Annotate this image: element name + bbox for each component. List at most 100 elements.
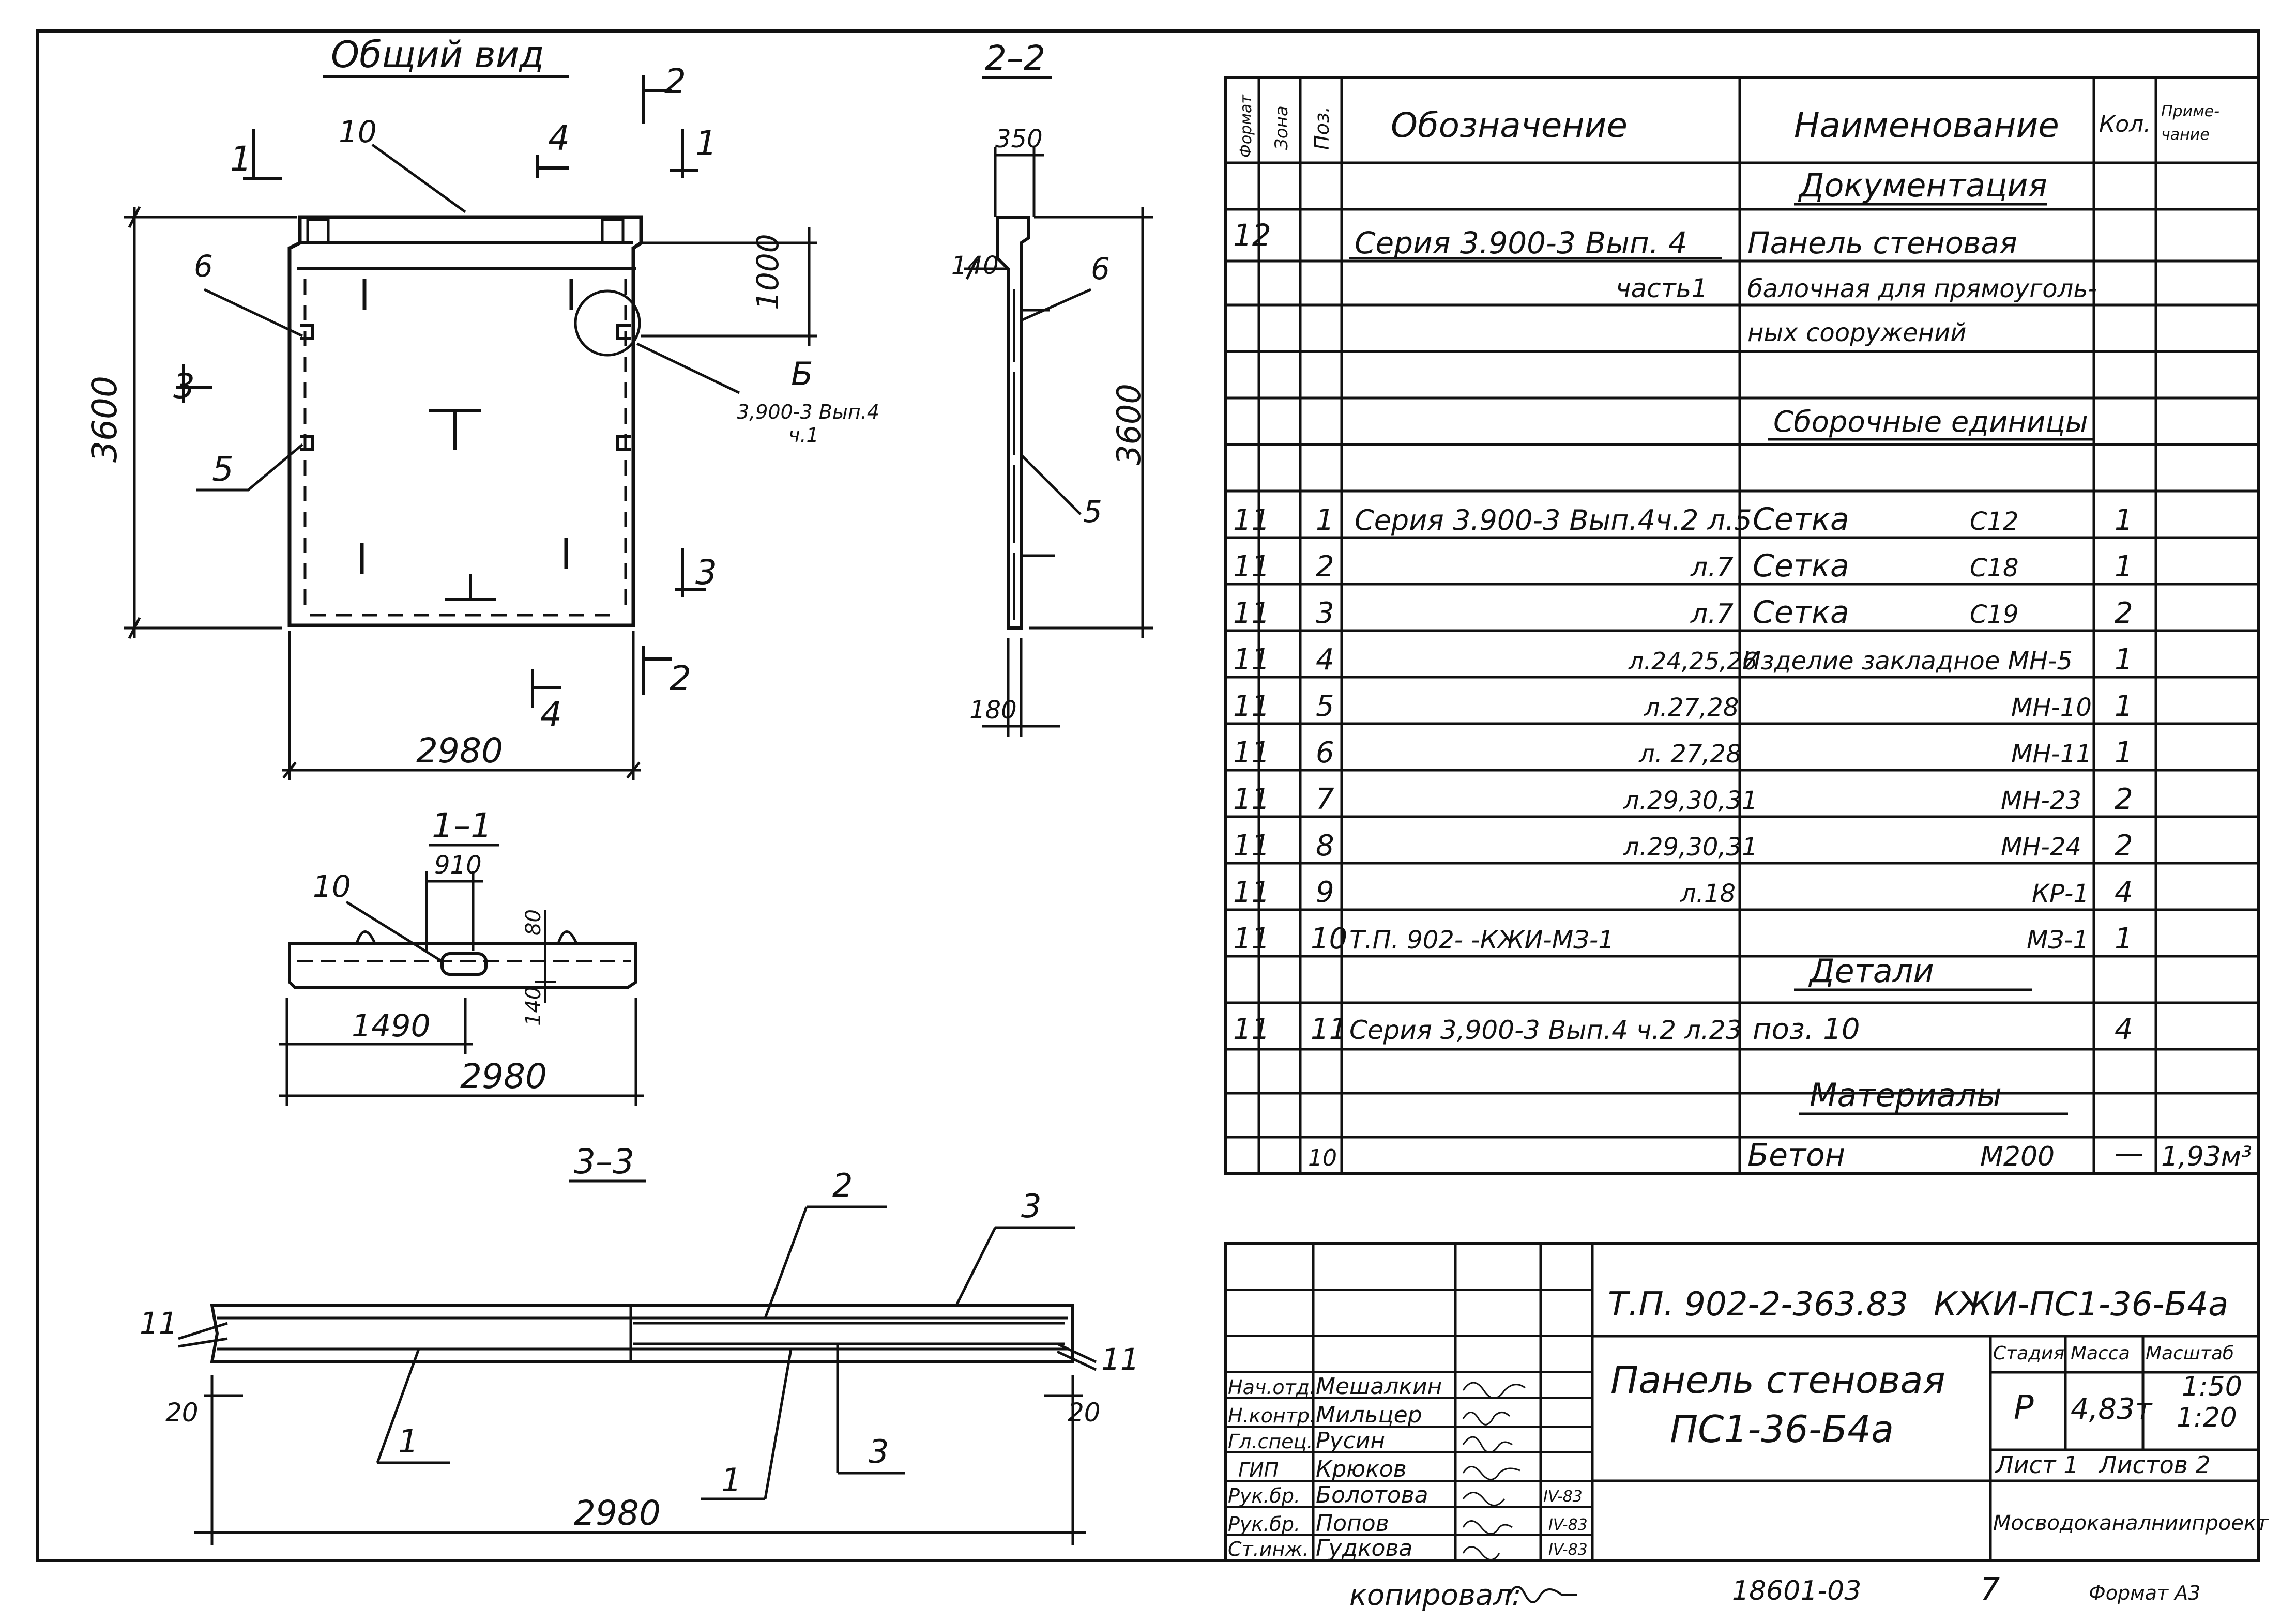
callout-10: 10 — [339, 114, 377, 149]
section-3-3-title: 3–3 — [574, 1142, 634, 1182]
signer-date: IV-83 — [1543, 1488, 1583, 1506]
spec-row-mark: М200 — [1980, 1141, 2055, 1172]
callout-6-section: 6 — [1091, 251, 1110, 286]
spec-row-pos: 7 — [1316, 783, 1334, 816]
dim-height-3600: 3600 — [85, 376, 125, 463]
callout-11-right: 11 — [1101, 1342, 1139, 1377]
spec-row-mark: С19 — [1970, 600, 2019, 629]
spec-header-zone: Зона — [1271, 105, 1292, 150]
cut-mark-2-bottom: 2 — [670, 658, 691, 698]
spec-row-designation: л.18 — [1680, 879, 1736, 908]
dim-80: 80 — [522, 909, 545, 936]
detail-b-circle — [574, 289, 641, 357]
cut-mark-1-top: 1 — [230, 139, 252, 179]
section-2-2-outline — [996, 216, 1030, 630]
spec-doc-name-2: балочная для прямоуголь- — [1747, 274, 2097, 303]
section-1-1-outline — [288, 942, 637, 989]
spec-row-mark: МН-24 — [2001, 833, 2081, 862]
callout-2: 2 — [832, 1167, 853, 1204]
cut-mark-3-left: 3 — [173, 366, 195, 406]
spec-header-format: Формат — [1237, 94, 1255, 158]
spec-row-pos: 1 — [1316, 503, 1334, 537]
signer-role: Рук.бр. — [1228, 1484, 1300, 1507]
callout-1-left: 1 — [398, 1422, 418, 1460]
spec-row-qty: 2 — [2115, 596, 2133, 630]
title-block: Т.П. 902-2-363.83 КЖИ-ПС1-36-Б4а Панель … — [1224, 1242, 2269, 1562]
spec-row-format: 11 — [1233, 736, 1270, 770]
general-view: Общий вид Б 3,900-3 Вып.4 ч.1 10 6 5 360… — [85, 34, 879, 780]
signer-name: Мильцер — [1316, 1402, 1422, 1428]
spec-header-note-2: чание — [2161, 126, 2210, 144]
dim-140: 140 — [951, 251, 999, 280]
signer-name: Мешалкин — [1316, 1373, 1442, 1400]
dim-20-left: 20 — [165, 1398, 199, 1428]
spec-row-qty: 4 — [2115, 876, 2133, 909]
cut-mark-4-bottom: 4 — [540, 695, 562, 734]
signer-role: Ст.инж. — [1228, 1538, 1309, 1560]
dim-3600-section: 3600 — [1110, 384, 1148, 465]
spec-section-assembly: Сборочные единицы — [1773, 405, 2088, 439]
section-3-3-outline — [210, 1304, 1074, 1363]
spec-row-format: 11 — [1233, 876, 1270, 909]
spec-rows: 11 1 Серия 3.900-3 Вып.4ч.2 л.5 Сетка С1… — [1233, 501, 2133, 956]
dim-1000: 1000 — [750, 234, 785, 310]
spec-row-designation: л.27,28 — [1644, 693, 1739, 722]
mass-header: Масса — [2071, 1343, 2130, 1364]
callout-3-top: 3 — [1021, 1187, 1041, 1225]
spec-table: Формат Зона Поз. Обозначение Наименовани… — [1224, 76, 2260, 1175]
sheet-number: 7 — [1980, 1571, 2000, 1607]
spec-row-name: Изделие закладное МН-5 — [1742, 647, 2073, 676]
spec-row-pos: 5 — [1316, 690, 1334, 723]
cut-mark-1-top-right: 1 — [695, 124, 717, 163]
spec-section-materials: Материалы — [1810, 1076, 2002, 1114]
spec-header-name: Наименование — [1794, 105, 2059, 145]
spec-row-name: Сетка — [1753, 501, 1849, 538]
section-3-3: 3–3 2 3 11 11 1 1 3 20 20 2980 — [140, 1142, 1139, 1545]
dim-2980-section-3: 2980 — [574, 1493, 661, 1533]
spec-doc-designation-part: часть1 — [1616, 273, 1708, 303]
dim-width-2980: 2980 — [416, 731, 503, 771]
spec-row-pos: 2 — [1316, 550, 1334, 584]
spec-doc-name-1: Панель стеновая — [1747, 225, 2017, 261]
signature-rows: Нач.отд. Мешалкин Н.контр. Мильцер Гл.сп… — [1228, 1373, 1588, 1561]
cut-mark-3-right: 3 — [695, 553, 717, 592]
spec-row-format: 11 — [1233, 829, 1270, 863]
spec-row-format: 11 — [1233, 783, 1270, 816]
callout-5: 5 — [212, 449, 234, 489]
spec-header-pos: Поз. — [1311, 106, 1333, 150]
spec-row-pos: 3 — [1316, 596, 1334, 630]
drawing-mark: КЖИ-ПС1-36-Б4а — [1934, 1285, 2228, 1324]
spec-row-pos: 11 — [1311, 1013, 1347, 1046]
signer-role: Н.контр. — [1228, 1404, 1316, 1427]
dim-140-section: 140 — [522, 987, 545, 1026]
spec-row-pos: 8 — [1316, 829, 1334, 863]
section-1-1: 1–1 910 10 80 140 1490 2980 — [279, 806, 644, 1106]
dim-910: 910 — [434, 851, 482, 880]
spec-row-qty: 1 — [2115, 550, 2133, 584]
signature-marks — [1462, 1382, 1526, 1560]
scale-value-1: 1:50 — [2182, 1371, 2242, 1402]
signer-date: IV-83 — [1548, 1541, 1588, 1559]
callout-5-section: 5 — [1083, 494, 1102, 529]
format-label: Формат А3 — [2089, 1582, 2200, 1604]
spec-row-format: 10 — [1308, 1145, 1337, 1171]
spec-row-qty: 1 — [2115, 690, 2133, 723]
signer-name: Гудкова — [1316, 1535, 1412, 1561]
spec-row-designation: л.7 — [1690, 552, 1734, 583]
spec-row-pos: 4 — [1316, 643, 1334, 677]
spec-header-qty: Кол. — [2099, 111, 2151, 137]
callout-3-bottom: 3 — [869, 1433, 889, 1470]
spec-row-designation: л. 27,28 — [1638, 740, 1742, 769]
callout-1-center: 1 — [721, 1461, 741, 1499]
spec-row-qty: 1 — [2115, 736, 2133, 770]
spec-row-name: Сетка — [1753, 548, 1849, 584]
spec-row-format: 12 — [1233, 218, 1271, 253]
section-2-2-title: 2–2 — [985, 38, 1045, 78]
spec-row-format: 11 — [1233, 550, 1270, 584]
spec-row-note: 1,93м³ — [2161, 1141, 2252, 1172]
spec-row-qty: 1 — [2115, 922, 2133, 956]
callout-10-section: 10 — [313, 869, 351, 904]
drawing-name-1: Панель стеновая — [1610, 1358, 1945, 1402]
spec-doc-designation: Серия 3.900-3 Вып. 4 — [1355, 225, 1687, 261]
